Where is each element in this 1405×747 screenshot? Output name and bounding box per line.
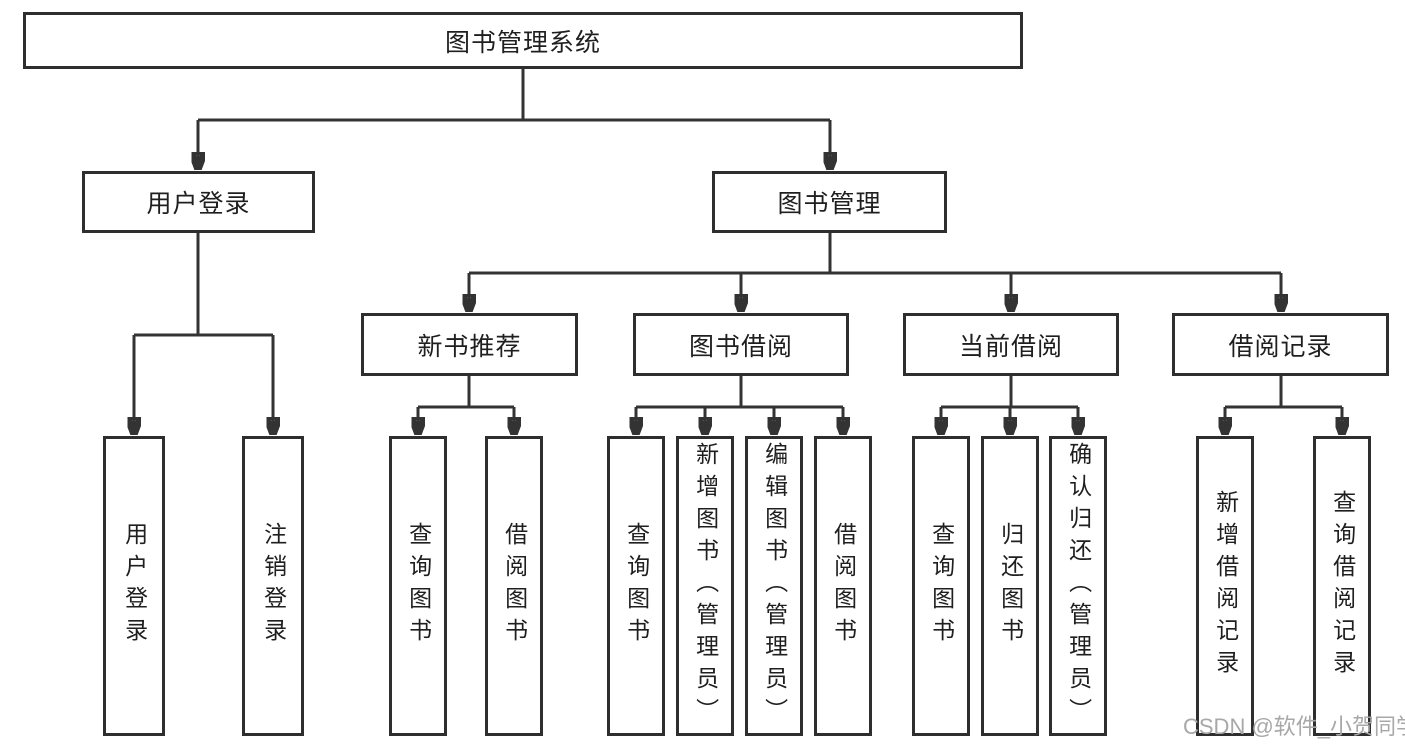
node-borrow-books-recommend: 借阅图书 [485, 436, 543, 736]
node-add-book-admin: 新增图书（管理员） [676, 436, 734, 736]
connector-user-login-children [134, 233, 273, 435]
node-label: 借阅记录 [1228, 332, 1333, 361]
node-label: 新书推荐 [417, 332, 522, 361]
node-current-borrow: 当前借阅 [903, 313, 1119, 376]
node-label: 用户登录 [146, 190, 251, 218]
node-book-borrow: 图书借阅 [633, 313, 849, 376]
node-label: 新增图书（管理员） [692, 442, 719, 730]
node-borrow-records: 借阅记录 [1172, 313, 1389, 376]
node-label: 图书借阅 [688, 332, 793, 361]
node-label: 查询图书 [623, 522, 650, 650]
node-edit-book-admin: 编辑图书（管理员） [745, 436, 803, 736]
node-label: 编辑图书（管理员） [761, 442, 788, 730]
node-library-system: 图书管理系统 [23, 12, 1023, 69]
node-borrow-books: 借阅图书 [814, 436, 872, 736]
connector-book-borrow-children [636, 376, 843, 435]
node-return-book: 归还图书 [981, 436, 1039, 736]
node-label: 当前借阅 [958, 332, 1063, 361]
node-confirm-return-admin: 确认归还（管理员） [1049, 436, 1107, 736]
node-user-login-leaf: 用户登录 [103, 436, 165, 736]
node-label: 借阅图书 [501, 522, 528, 650]
node-label: 图书管理 [777, 190, 882, 218]
node-label: 查询借阅记录 [1329, 490, 1356, 682]
node-label: 图书管理系统 [444, 28, 601, 57]
node-add-borrow-record: 新增借阅记录 [1196, 436, 1254, 736]
node-label: 新增借阅记录 [1212, 490, 1239, 682]
node-query-books-current: 查询图书 [912, 436, 970, 736]
node-logout: 注销登录 [242, 436, 304, 736]
connector-borrow-records-children [1225, 376, 1342, 435]
connector-book-management-children [469, 233, 1281, 312]
node-query-books-recommend: 查询图书 [389, 436, 447, 736]
node-label: 归还图书 [997, 522, 1024, 650]
node-label: 借阅图书 [830, 522, 857, 650]
node-book-management: 图书管理 [712, 171, 947, 233]
connector-new-book-recommend-children [418, 376, 514, 435]
node-new-book-recommend: 新书推荐 [361, 313, 578, 376]
node-query-borrow-record: 查询借阅记录 [1313, 436, 1371, 736]
csdn-watermark: CSDN @软件_小贺同学 [1183, 714, 1405, 739]
node-label: 查询图书 [928, 522, 955, 650]
node-label: 用户登录 [121, 522, 148, 650]
node-query-books-borrow: 查询图书 [607, 436, 665, 736]
connector-current-borrow-children [941, 376, 1078, 435]
node-label: 注销登录 [260, 522, 287, 650]
node-label: 查询图书 [405, 522, 432, 650]
connector-root-to-level2 [198, 69, 830, 170]
node-user-login: 用户登录 [82, 171, 315, 233]
node-label: 确认归还（管理员） [1065, 442, 1092, 730]
